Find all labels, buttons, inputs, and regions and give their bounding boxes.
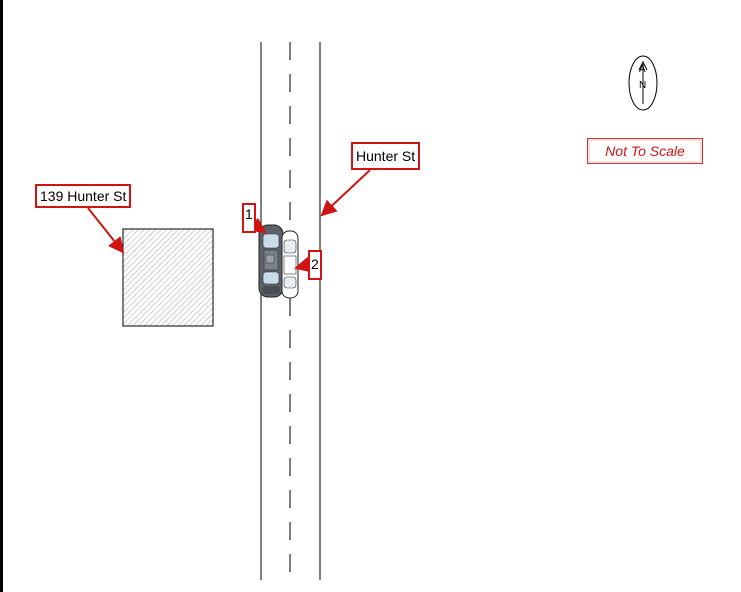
vehicle-2-car	[281, 230, 299, 299]
building-label: 139 Hunter St	[35, 184, 132, 208]
vehicle-2-label: 2	[308, 250, 322, 280]
north-arrow-icon	[628, 55, 658, 111]
page-left-border	[0, 0, 3, 592]
building-label-leader	[87, 207, 125, 254]
street-label-leader	[320, 169, 371, 217]
compass-letter-top: A	[639, 64, 646, 75]
street-label: Hunter St	[351, 142, 421, 170]
vehicle-2-leader	[294, 256, 312, 273]
vehicle-1-label: 1	[242, 203, 256, 233]
not-to-scale-label: Not To Scale	[587, 138, 703, 164]
building-139-hunter-st	[122, 228, 214, 327]
compass-letter-north: N	[639, 80, 647, 91]
vehicle-1-car	[258, 224, 284, 298]
